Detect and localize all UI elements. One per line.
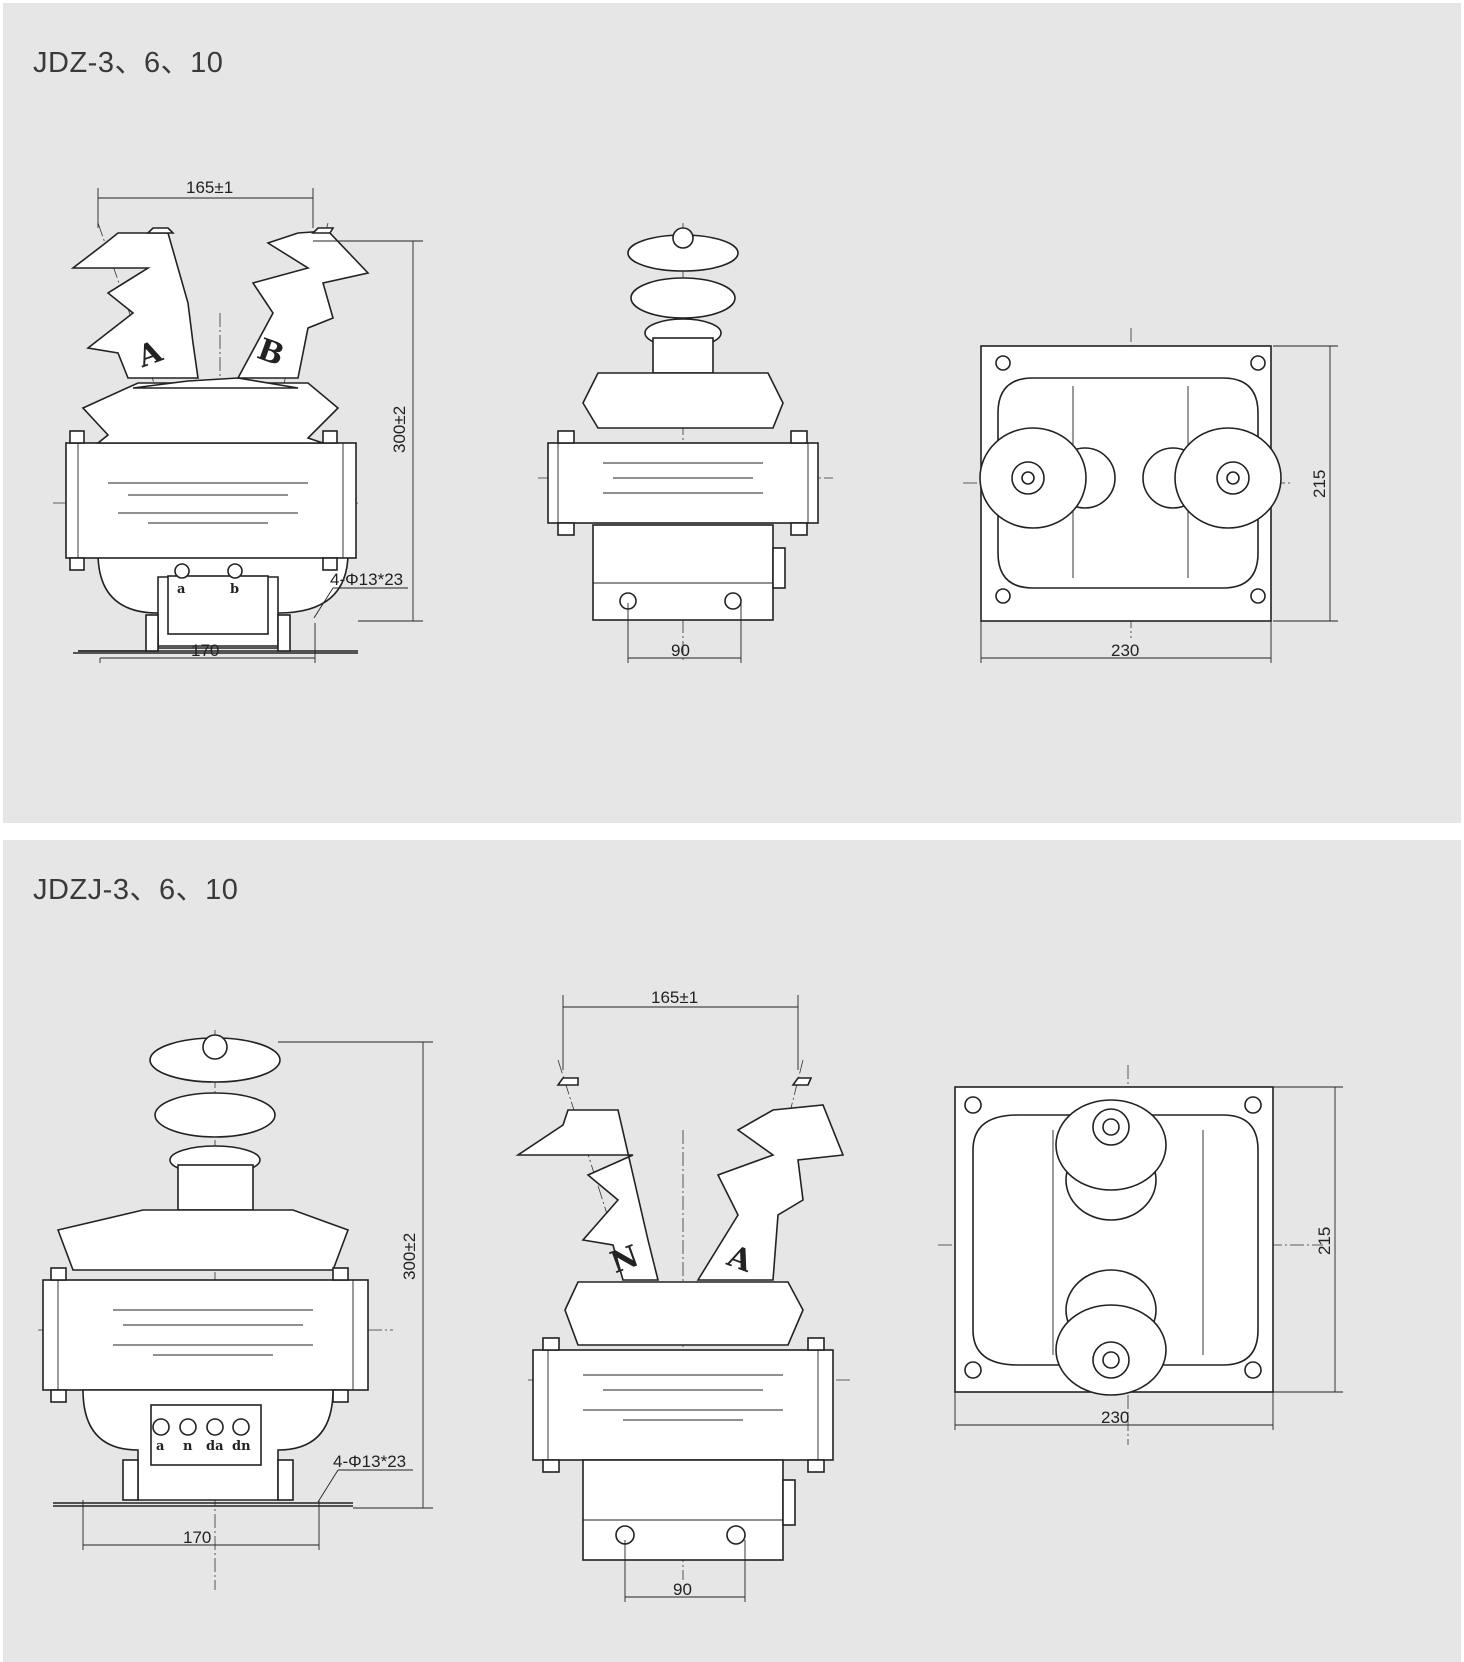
dim-base-width: 170 <box>183 1528 211 1547</box>
terminal-a-label: a <box>156 1439 165 1454</box>
jdz-side-view: 90 <box>538 223 833 663</box>
panel-jdz: JDZ-3、6、10 <box>3 3 1461 823</box>
jdzj-side-view: 165±1 N A 90 <box>515 988 853 1602</box>
dim-top-depth: 215 <box>1315 1227 1334 1255</box>
dim-top-width: 230 <box>1101 1408 1129 1427</box>
jdzj-top-view: 230 215 <box>938 1065 1343 1445</box>
terminal-b-label: b <box>230 582 239 597</box>
dim-bolt-span: 90 <box>671 641 690 660</box>
dim-height: 300±2 <box>400 1233 419 1280</box>
terminal-a-label: a <box>177 582 186 597</box>
dim-base-width: 170 <box>191 641 219 660</box>
jdz-top-view: 230 215 <box>963 328 1338 663</box>
dim-height: 300±2 <box>390 406 409 453</box>
dim-top-depth: 215 <box>1310 470 1329 498</box>
dim-top-span: 165±1 <box>651 988 698 1007</box>
dim-holes: 4-Φ13*23 <box>330 570 403 589</box>
panel-jdzj: JDZJ-3、6、10 a n <box>3 840 1461 1662</box>
terminal-n-label: n <box>183 1439 193 1454</box>
dim-bolt-span: 90 <box>673 1580 692 1599</box>
terminal-dn-label: dn <box>232 1439 251 1454</box>
terminal-da-label: da <box>206 1439 224 1454</box>
dim-top-span: 165±1 <box>186 178 233 197</box>
jdz-front-view: A B a b 165±1 300±2 4-Φ13*23 170 <box>53 178 423 663</box>
dim-holes: 4-Φ13*23 <box>333 1452 406 1471</box>
panel-title: JDZJ-3、6、10 <box>33 874 239 906</box>
dim-top-width: 230 <box>1111 641 1139 660</box>
panel-title: JDZ-3、6、10 <box>33 47 224 79</box>
jdzj-front-view: a n da dn 300±2 4-Φ13*23 170 <box>38 1030 433 1590</box>
